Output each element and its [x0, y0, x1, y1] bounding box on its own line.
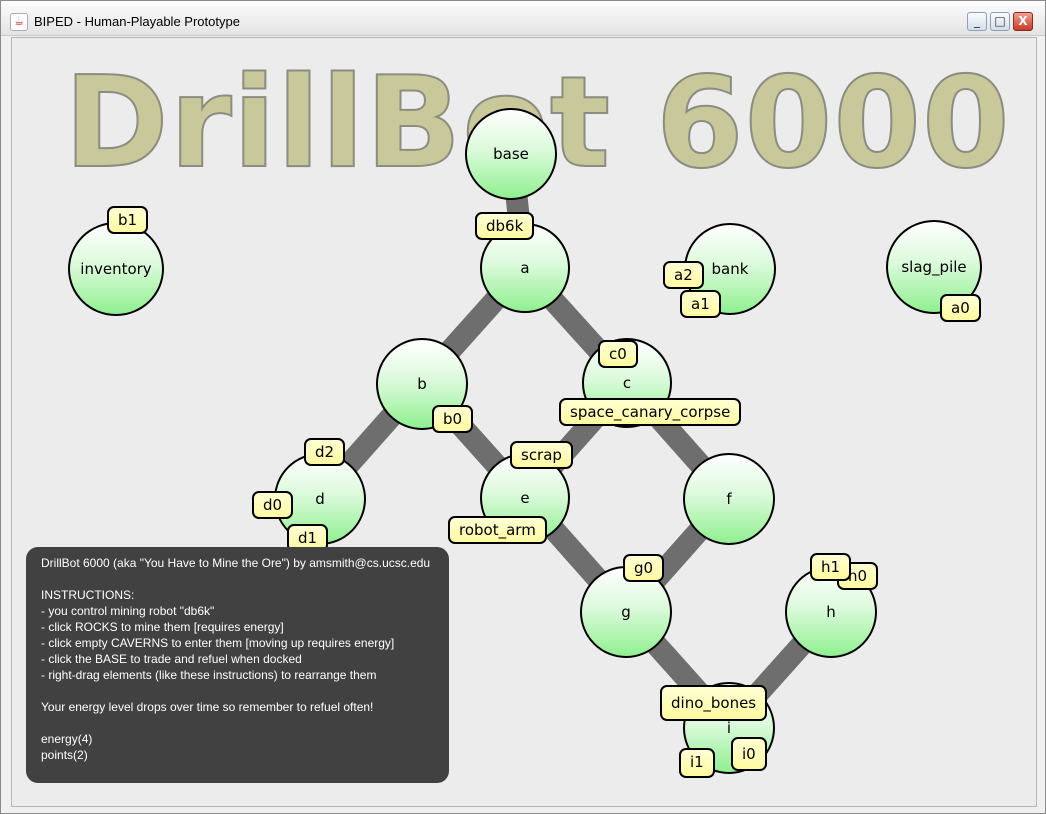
tag-h1[interactable]: h1 [810, 553, 852, 581]
java-icon: ☕ [10, 13, 28, 31]
window-title: BIPED - Human-Playable Prototype [34, 14, 240, 29]
spacer [41, 715, 434, 731]
spacer [41, 571, 434, 587]
tag-space-canary-corpse[interactable]: space_canary_corpse [559, 398, 742, 426]
instruction-line: - click empty CAVERNS to enter them [mov… [41, 636, 395, 650]
instructions-title: INSTRUCTIONS: [41, 588, 135, 602]
tag-i0[interactable]: i0 [731, 737, 767, 771]
title-bar[interactable]: ☕ BIPED - Human-Playable Prototype _ □ X [1, 1, 1045, 36]
instruction-line: - right-drag elements (like these instru… [41, 668, 377, 682]
instructions-panel[interactable]: DrillBot 6000 (aka "You Have to Mine the… [26, 547, 449, 783]
tag-scrap[interactable]: scrap [510, 441, 573, 469]
node-inventory[interactable]: inventory [68, 222, 164, 316]
minimize-button[interactable]: _ [967, 12, 987, 31]
tag-a2[interactable]: a2 [663, 261, 704, 289]
tag-db6k[interactable]: db6k [475, 212, 535, 240]
instruction-line: - you control mining robot "db6k" [41, 604, 215, 618]
tag-d2[interactable]: d2 [304, 438, 346, 466]
tag-d0[interactable]: d0 [252, 491, 294, 519]
points-readout: points(2) [41, 748, 88, 762]
instruction-line: - click ROCKS to mine them [requires ene… [41, 620, 284, 634]
tag-robot-arm[interactable]: robot_arm [448, 516, 547, 544]
tag-b0[interactable]: b0 [432, 405, 474, 433]
instruction-line: - click the BASE to trade and refuel whe… [41, 652, 302, 666]
tag-a1[interactable]: a1 [680, 290, 721, 318]
maximize-button[interactable]: □ [990, 12, 1010, 31]
tag-i1[interactable]: i1 [679, 748, 715, 778]
instructions-header: DrillBot 6000 (aka "You Have to Mine the… [41, 556, 431, 570]
node-a[interactable]: a [480, 223, 570, 313]
energy-readout: energy(4) [41, 732, 93, 746]
spacer [41, 683, 434, 699]
tag-dino-bones[interactable]: dino_bones [660, 685, 768, 721]
close-button[interactable]: X [1013, 12, 1033, 31]
game-canvas[interactable]: DrillBot 6000 base inventory a bank slag… [11, 37, 1037, 807]
tag-g0[interactable]: g0 [623, 554, 665, 582]
node-base[interactable]: base [465, 108, 557, 200]
tag-b1[interactable]: b1 [107, 206, 149, 234]
tag-a0[interactable]: a0 [940, 294, 981, 322]
node-f[interactable]: f [683, 453, 775, 545]
tag-c0[interactable]: c0 [598, 340, 638, 368]
energy-warning: Your energy level drops over time so rem… [41, 700, 374, 714]
